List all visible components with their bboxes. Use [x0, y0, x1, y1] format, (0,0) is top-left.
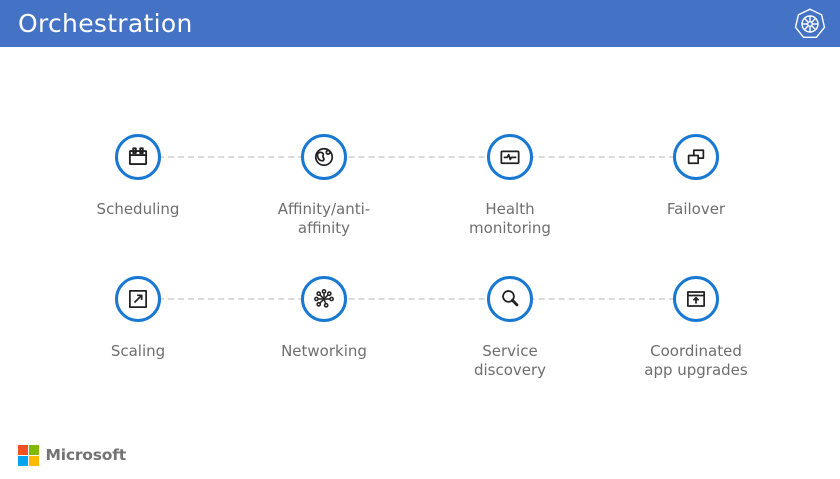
magnifier-icon	[487, 276, 533, 322]
feature-row-1: Scheduling Affinity/anti- affinity	[45, 134, 789, 238]
connector-line-row2	[138, 298, 695, 300]
overlapping-windows-icon	[673, 134, 719, 180]
feature-row-2: Scaling Networking	[45, 276, 789, 380]
scale-arrow-icon	[115, 276, 161, 322]
feature-failover: Failover	[603, 134, 789, 238]
network-hub-icon	[301, 276, 347, 322]
connector-line-row1	[138, 156, 695, 158]
page-title: Orchestration	[18, 9, 193, 38]
feature-health-monitoring: Health monitoring	[417, 134, 603, 238]
calendar-icon	[115, 134, 161, 180]
feature-scheduling: Scheduling	[45, 134, 231, 238]
feature-service-discovery: Service discovery	[417, 276, 603, 380]
window-upload-icon	[673, 276, 719, 322]
monitor-pulse-icon	[487, 134, 533, 180]
microsoft-wordmark: Microsoft	[45, 446, 127, 465]
kubernetes-logo-icon	[794, 7, 826, 38]
feature-label: Scheduling	[96, 200, 180, 218]
feature-label: Health monitoring	[469, 200, 551, 237]
globe-icon	[301, 134, 347, 180]
microsoft-squares-icon	[18, 445, 39, 466]
feature-scaling: Scaling	[45, 276, 231, 380]
feature-label: Coordinated app upgrades	[644, 342, 748, 379]
title-bar: Orchestration	[0, 0, 840, 47]
feature-coordinated-upgrades: Coordinated app upgrades	[603, 276, 789, 380]
feature-affinity: Affinity/anti- affinity	[231, 134, 417, 238]
feature-label: Failover	[666, 200, 726, 218]
feature-networking: Networking	[231, 276, 417, 380]
feature-label: Networking	[281, 342, 367, 360]
microsoft-logo: Microsoft	[18, 445, 126, 466]
feature-label: Service discovery	[473, 342, 547, 379]
feature-label: Scaling	[110, 342, 166, 360]
feature-label: Affinity/anti- affinity	[277, 200, 371, 237]
